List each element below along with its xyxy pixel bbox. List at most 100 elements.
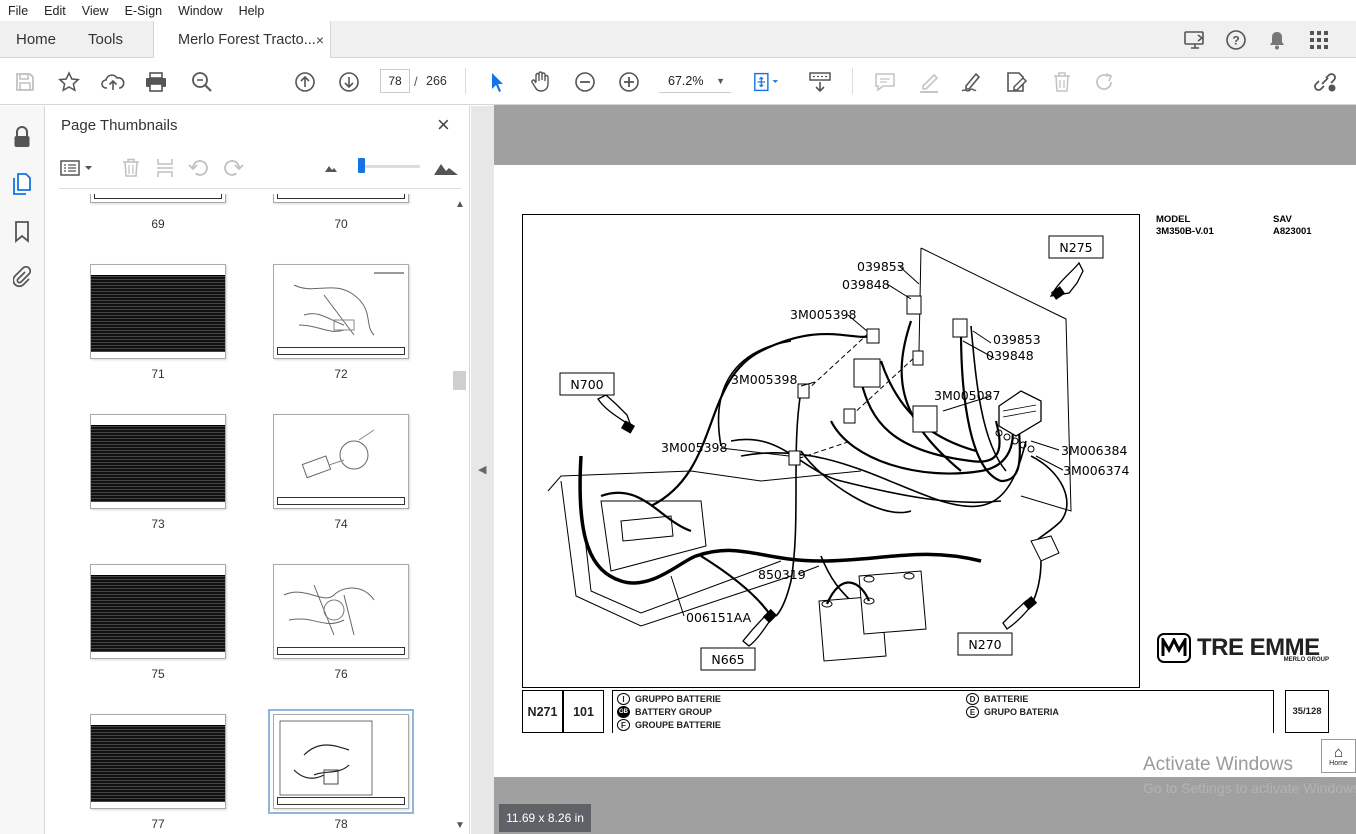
tab-close-icon[interactable]: ×	[315, 31, 324, 48]
desc-spanish: E GRUPO BATERIA	[966, 706, 1059, 718]
part-label: 850319	[758, 567, 806, 582]
callout-n665: N665	[711, 652, 744, 667]
thumbnail-label: 71	[151, 367, 165, 381]
page-number-input[interactable]: 78	[380, 69, 410, 93]
toolbar-divider	[852, 68, 853, 94]
print-icon[interactable]	[142, 68, 170, 96]
draw-sign-icon[interactable]	[958, 68, 986, 96]
share-link-icon[interactable]	[1311, 68, 1339, 96]
toolbar-divider	[465, 68, 466, 94]
thumbnail-options-icon[interactable]	[59, 156, 95, 180]
page-separator: /	[414, 74, 418, 89]
thumbnail-page[interactable]	[90, 714, 226, 809]
scroll-mode-icon[interactable]	[806, 68, 834, 96]
collapse-panel-icon[interactable]: ◀	[478, 464, 487, 476]
part-label: 3M006384	[1061, 443, 1128, 458]
panel-close-icon[interactable]: ×	[437, 112, 450, 137]
previous-page-icon[interactable]	[291, 68, 319, 96]
part-label: 3M005398	[661, 440, 728, 455]
menu-edit[interactable]: Edit	[44, 3, 66, 18]
drawing-number: 101	[563, 690, 604, 733]
select-cursor-icon[interactable]	[484, 68, 512, 96]
thumbnail-page-selected[interactable]	[268, 709, 414, 814]
thumbnail-page[interactable]	[273, 414, 409, 509]
attachments-paperclip-icon[interactable]	[9, 264, 35, 290]
extract-pages-icon[interactable]	[153, 156, 177, 180]
thumbnail-page[interactable]	[273, 194, 409, 203]
sav-label: SAV	[1273, 214, 1292, 225]
fit-page-icon[interactable]	[752, 68, 780, 96]
tab-tools[interactable]: Tools	[88, 31, 124, 48]
main-toolbar: 78 / 266 67.2% ▼	[0, 58, 1356, 105]
panel-divider	[59, 188, 461, 189]
desc-french: F GROUPE BATTERIE	[617, 719, 721, 731]
thumbnail-list: 69 70 71 72 73 74 75 76 77	[45, 194, 453, 834]
thumbnail-label: 72	[334, 367, 348, 381]
thumbnail-page[interactable]	[273, 564, 409, 659]
logo-subtext: MERLO GROUP	[1283, 657, 1329, 663]
find-search-icon[interactable]	[188, 68, 216, 96]
redo-icon[interactable]	[1091, 68, 1119, 96]
callout-n275: N275	[1059, 240, 1092, 255]
tab-bar: Home Tools Merlo Forest Tracto... × ?	[0, 21, 1356, 58]
rotate-left-icon[interactable]	[187, 156, 211, 180]
desc-fr-text: GROUPE BATTERIE	[635, 720, 721, 730]
thumbnail-page[interactable]	[273, 264, 409, 359]
lock-icon[interactable]	[9, 124, 35, 150]
home-button[interactable]: ⌂ Home	[1321, 739, 1356, 773]
apps-grid-icon[interactable]	[1306, 27, 1332, 53]
highlight-pen-icon[interactable]	[915, 68, 943, 96]
thumbnail-label: 69	[151, 217, 165, 231]
zoom-level-select[interactable]: 67.2% ▼	[659, 69, 731, 93]
drawing-page-number: 35/128	[1285, 690, 1329, 733]
delete-pages-icon[interactable]	[119, 156, 143, 180]
model-label: MODEL	[1156, 214, 1191, 225]
page-gray-header	[494, 105, 1356, 165]
tab-home[interactable]: Home	[16, 31, 57, 48]
menu-esign[interactable]: E-Sign	[124, 3, 163, 18]
activation-watermark-text: Go to Settings to activate Windows.	[1143, 780, 1356, 796]
chevron-down-icon: ▼	[716, 75, 725, 86]
menu-bar: File Edit View E-Sign Window Help	[0, 0, 1356, 21]
small-thumbnails-icon[interactable]	[319, 156, 343, 180]
rotate-right-icon[interactable]	[221, 156, 245, 180]
bookmarks-icon[interactable]	[9, 219, 35, 245]
large-thumbnails-icon[interactable]	[431, 156, 461, 180]
page-thumbnails-icon[interactable]	[9, 171, 35, 197]
save-icon[interactable]	[11, 68, 39, 96]
help-icon[interactable]: ?	[1223, 27, 1249, 53]
thumbnail-page[interactable]	[90, 194, 226, 203]
thumbnail-page[interactable]	[90, 414, 226, 509]
edit-document-icon[interactable]	[1003, 68, 1031, 96]
menu-view[interactable]: View	[81, 3, 109, 18]
tab-document[interactable]: Merlo Forest Tracto... ×	[153, 21, 331, 58]
zoom-out-icon[interactable]	[571, 68, 599, 96]
notifications-bell-icon[interactable]	[1264, 27, 1290, 53]
hand-tool-icon[interactable]	[527, 68, 555, 96]
zoom-in-icon[interactable]	[615, 68, 643, 96]
scroll-up-icon[interactable]: ▲	[455, 199, 465, 210]
thumbnail-size-slider-handle[interactable]	[358, 158, 365, 173]
part-label: 3M005398	[790, 307, 857, 322]
scroll-down-icon[interactable]: ▼	[455, 820, 465, 831]
thumbnail-size-slider[interactable]	[360, 165, 420, 168]
panel-title: Page Thumbnails	[61, 117, 178, 134]
menu-help[interactable]: Help	[238, 3, 265, 18]
callout-n270: N270	[968, 637, 1001, 652]
home-icon: ⌂	[1333, 744, 1344, 761]
lang-fr-badge: F	[617, 719, 630, 731]
page-size-indicator: 11.69 x 8.26 in	[499, 804, 591, 832]
upload-cloud-icon[interactable]	[99, 68, 127, 96]
thumbnail-page[interactable]	[90, 564, 226, 659]
share-screen-icon[interactable]	[1182, 27, 1208, 53]
next-page-icon[interactable]	[335, 68, 363, 96]
logo-text: TRE EMME	[1197, 634, 1320, 661]
bookmark-star-icon[interactable]	[55, 68, 83, 96]
panel-scrollbar-thumb[interactable]	[453, 371, 466, 390]
delete-trash-icon[interactable]	[1048, 68, 1076, 96]
menu-file[interactable]: File	[8, 3, 29, 18]
thumbnail-page[interactable]	[90, 264, 226, 359]
desc-english: GB BATTERY GROUP	[617, 706, 712, 718]
comment-icon[interactable]	[871, 68, 899, 96]
menu-window[interactable]: Window	[178, 3, 223, 18]
